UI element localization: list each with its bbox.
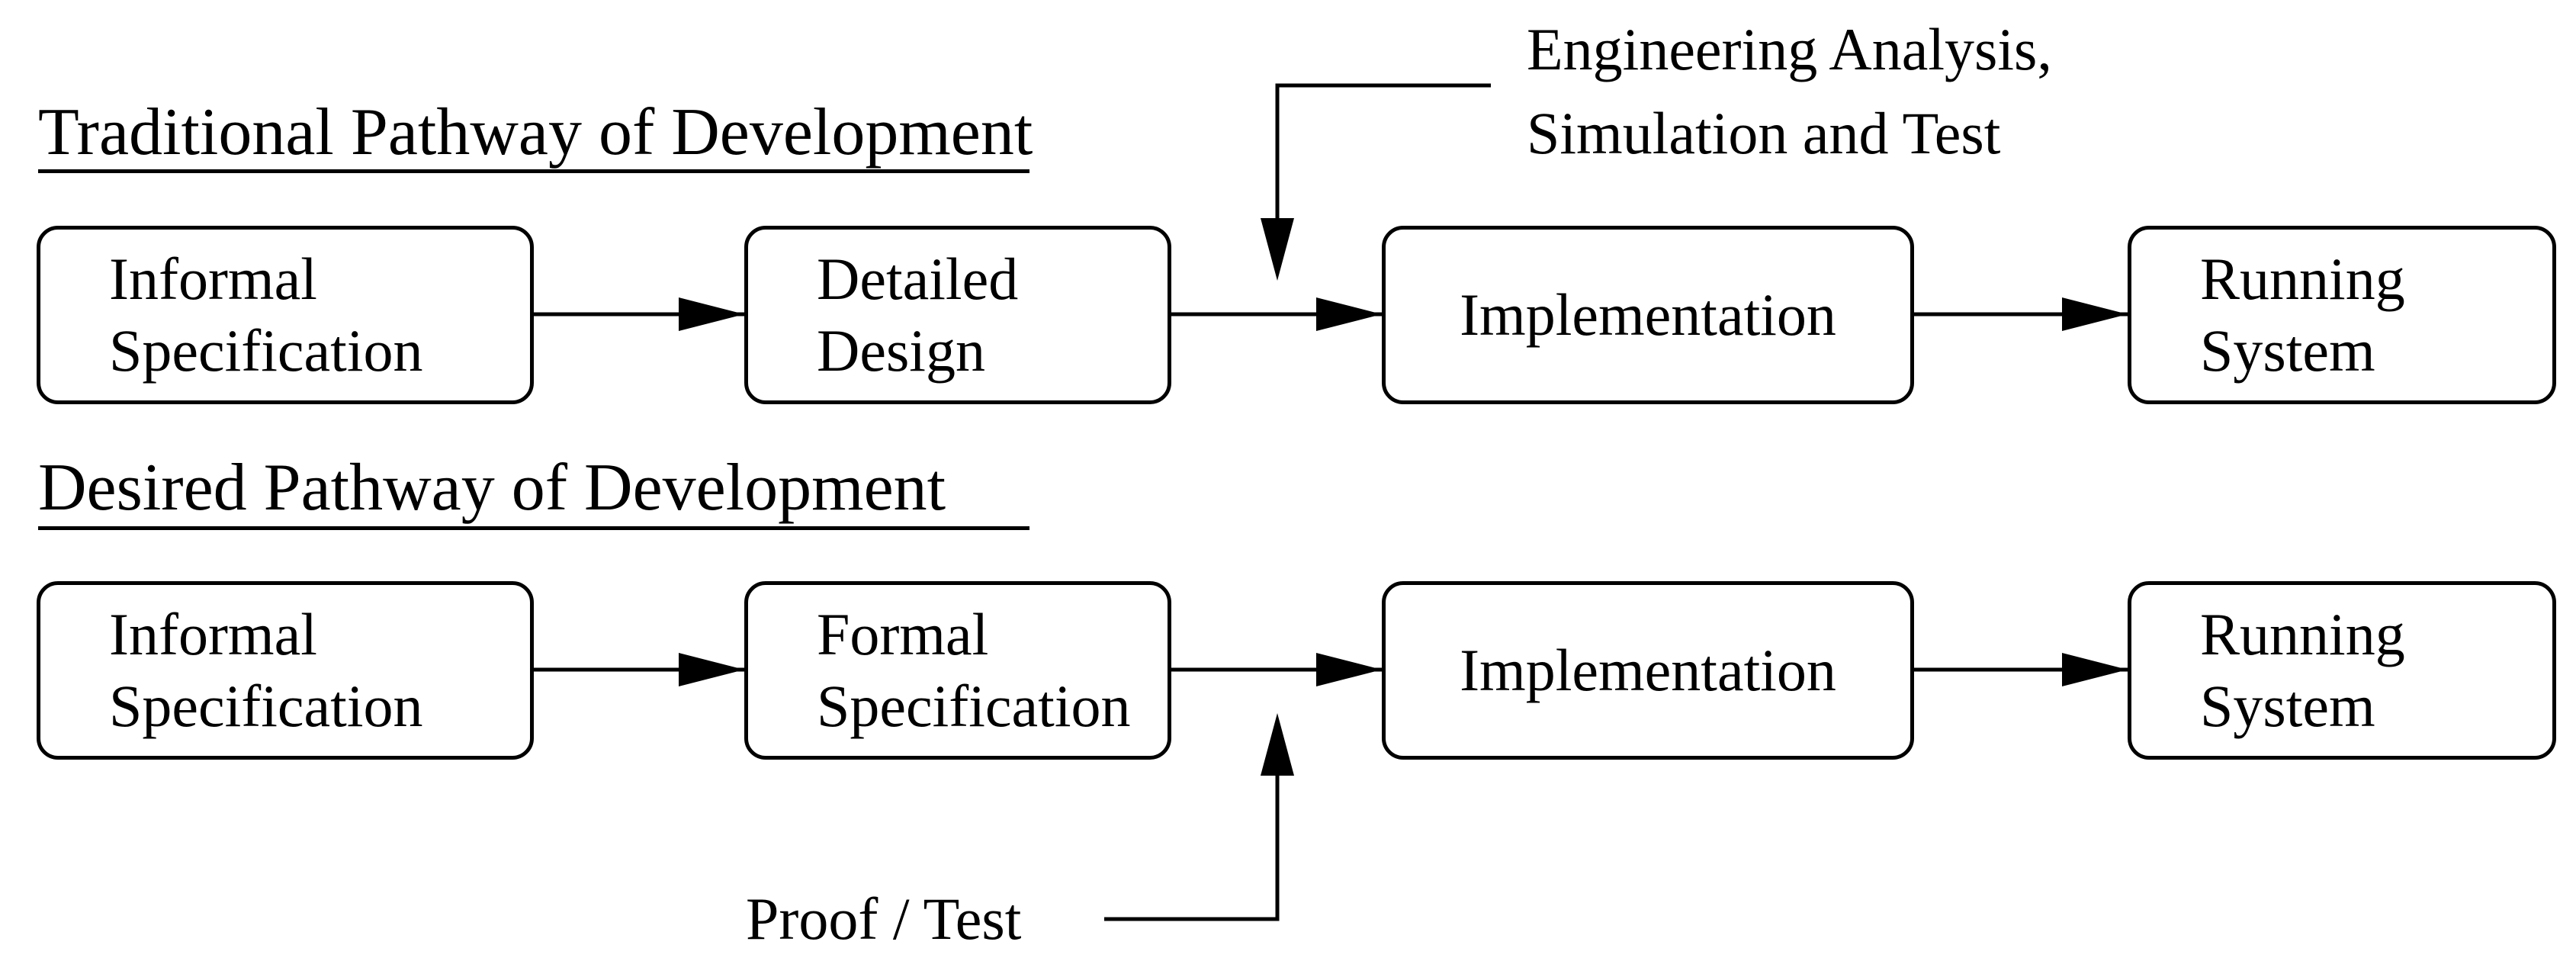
arrowhead-trad-2 (1316, 297, 1382, 331)
desired-box-2-line1: Formal (817, 601, 989, 667)
arrow-engineering-analysis (1275, 83, 1491, 236)
arrowhead-trad-3 (2062, 297, 2128, 331)
proof-test-label: Proof / Test (746, 885, 1022, 952)
desired-box-informal-specification: Informal Specification (37, 581, 534, 760)
desired-box-running-system: Running System (2128, 581, 2556, 760)
trad-box-running-system-text: Running System (2200, 243, 2405, 387)
trad-box-implementation: Implementation (1382, 226, 1914, 404)
desired-box-2-line2: Specification (817, 673, 1131, 739)
desired-box-informal-specification-text: Informal Specification (109, 599, 423, 742)
engineering-analysis-line1: Engineering Analysis, (1527, 16, 2052, 82)
arrowhead-trad-1 (679, 297, 744, 331)
trad-box-1-line2: Specification (109, 317, 423, 384)
trad-box-detailed-design: Detailed Design (744, 226, 1171, 404)
desired-box-formal-specification-text: Formal Specification (817, 599, 1131, 742)
engineering-analysis-line2: Simulation and Test (1527, 100, 2001, 166)
trad-box-2-line1: Detailed (817, 246, 1019, 312)
desired-box-1-line2: Specification (109, 673, 423, 739)
traditional-heading-underline (38, 169, 1029, 173)
arrowhead-proof-test (1261, 713, 1294, 776)
desired-heading-underline (38, 526, 1029, 530)
arrowhead-engineering-analysis (1261, 218, 1294, 281)
desired-box-implementation: Implementation (1382, 581, 1914, 760)
engineering-analysis-annotation: Engineering Analysis, Simulation and Tes… (1527, 8, 2052, 175)
arrowhead-desired-1 (679, 653, 744, 686)
trad-box-2-line2: Design (817, 317, 985, 384)
arrowhead-desired-3 (2062, 653, 2128, 686)
arrowhead-desired-2 (1316, 653, 1382, 686)
desired-box-1-line1: Informal (109, 601, 317, 667)
trad-box-informal-specification-text: Informal Specification (109, 243, 423, 387)
trad-box-4-line1: Running (2200, 246, 2405, 312)
trad-box-implementation-text: Implementation (1386, 279, 1910, 351)
desired-box-4-line2: System (2200, 673, 2375, 739)
trad-box-detailed-design-text: Detailed Design (817, 243, 1018, 387)
trad-box-3-line1: Implementation (1460, 281, 1836, 348)
desired-box-running-system-text: Running System (2200, 599, 2405, 742)
desired-box-3-line1: Implementation (1460, 637, 1836, 703)
trad-box-4-line2: System (2200, 317, 2375, 384)
desired-heading: Desired Pathway of Development (38, 451, 946, 525)
arrow-proof-test (1104, 767, 1280, 921)
traditional-heading: Traditional Pathway of Development (38, 95, 1033, 169)
trad-box-running-system: Running System (2128, 226, 2556, 404)
proof-test-annotation: Proof / Test (746, 877, 1021, 961)
trad-box-informal-specification: Informal Specification (37, 226, 534, 404)
desired-box-4-line1: Running (2200, 601, 2405, 667)
desired-box-formal-specification: Formal Specification (744, 581, 1171, 760)
desired-box-implementation-text: Implementation (1386, 635, 1910, 706)
trad-box-1-line1: Informal (109, 246, 317, 312)
